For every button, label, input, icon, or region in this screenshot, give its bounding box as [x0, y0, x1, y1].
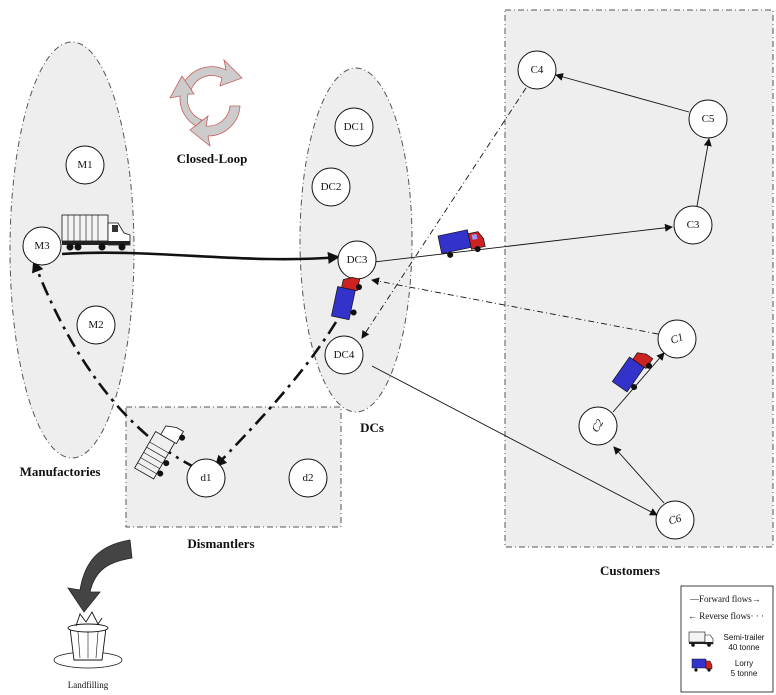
node-m1: M1	[65, 145, 105, 185]
node-dc4: DC4	[324, 335, 364, 375]
legend-semi-trailer-weight: 40 tonne	[728, 643, 760, 652]
flow-c1-dc3	[371, 277, 659, 335]
node-m2: M2	[76, 305, 116, 345]
node-d2-label: d2	[303, 472, 314, 484]
lorry-icon	[437, 229, 486, 258]
legend-semi-trailer-icon	[688, 631, 714, 647]
node-c4: C4	[517, 50, 557, 90]
dismantled-truck-icon	[134, 425, 186, 480]
node-dc2-label: DC2	[321, 181, 342, 193]
node-m2-label: M2	[88, 319, 103, 331]
flow-c4-dc4	[361, 87, 527, 339]
node-dc3-label: DC3	[347, 254, 368, 266]
node-dc2: DC2	[311, 167, 351, 207]
node-c5-label: C5	[702, 113, 715, 125]
recycle-icon	[169, 58, 243, 147]
flow-dc4-c6	[371, 365, 658, 516]
landfill-arrow-icon	[67, 539, 133, 613]
customers-region	[504, 9, 774, 548]
flow-dc4-d1	[214, 321, 338, 468]
manufactories-label: Manufactories	[20, 464, 101, 479]
legend-lorry-weight: 5 tonne	[731, 669, 758, 678]
node-c3: C3	[673, 205, 713, 245]
node-c1: C1	[657, 319, 697, 359]
lorry-icon	[331, 276, 363, 321]
node-c3-label: C3	[687, 219, 700, 231]
semi-trailer-icon	[61, 214, 131, 251]
flow-c2-c1	[612, 352, 665, 413]
node-dc1: DC1	[334, 107, 374, 147]
node-dc1-label: DC1	[344, 121, 365, 133]
landfilling-label: Landfilling	[68, 680, 109, 690]
legend-lorry-icon	[691, 658, 713, 672]
flow-c5-c4	[555, 73, 690, 113]
node-c6: C6	[655, 500, 695, 540]
dcs-label: DCs	[360, 420, 384, 435]
node-d1: d1	[186, 458, 226, 498]
lorry-icon	[611, 352, 654, 393]
legend: —Forward flows→ ← Reverse flows· · · Sem…	[680, 585, 774, 693]
dismantlers-label: Dismantlers	[187, 536, 254, 551]
legend-semi-trailer-name: Semi-trailer	[724, 633, 765, 642]
trash-can-icon	[53, 611, 123, 669]
node-m3-label: M3	[34, 240, 50, 252]
node-c2: C2	[578, 406, 618, 446]
legend-forward: —Forward flows→	[689, 594, 761, 604]
dcs-region	[299, 67, 413, 413]
node-m1-label: M1	[77, 159, 92, 171]
node-m3: M3	[22, 226, 62, 266]
customers-label: Customers	[600, 563, 660, 578]
node-c2-label: C2	[590, 417, 607, 435]
node-c5: C5	[688, 99, 728, 139]
node-c4-label: C4	[531, 64, 544, 76]
legend-reverse: ← Reverse flows· · ·	[688, 611, 764, 621]
node-c6-label: C6	[667, 512, 683, 527]
flow-c6-c2	[613, 446, 665, 504]
legend-lorry-name: Lorry	[735, 659, 753, 668]
node-d2: d2	[288, 458, 328, 498]
node-dc4-label: DC4	[334, 349, 355, 361]
node-d1-label: d1	[201, 472, 212, 484]
flow-m3-dc3	[61, 251, 340, 264]
closed-loop-label: Closed-Loop	[177, 151, 248, 166]
node-dc3: DC3	[337, 240, 377, 280]
node-c1-label: C1	[669, 331, 685, 347]
flow-c3-c5	[696, 138, 712, 207]
manufactories-region	[9, 41, 135, 459]
flow-dc3-c3	[373, 223, 673, 263]
